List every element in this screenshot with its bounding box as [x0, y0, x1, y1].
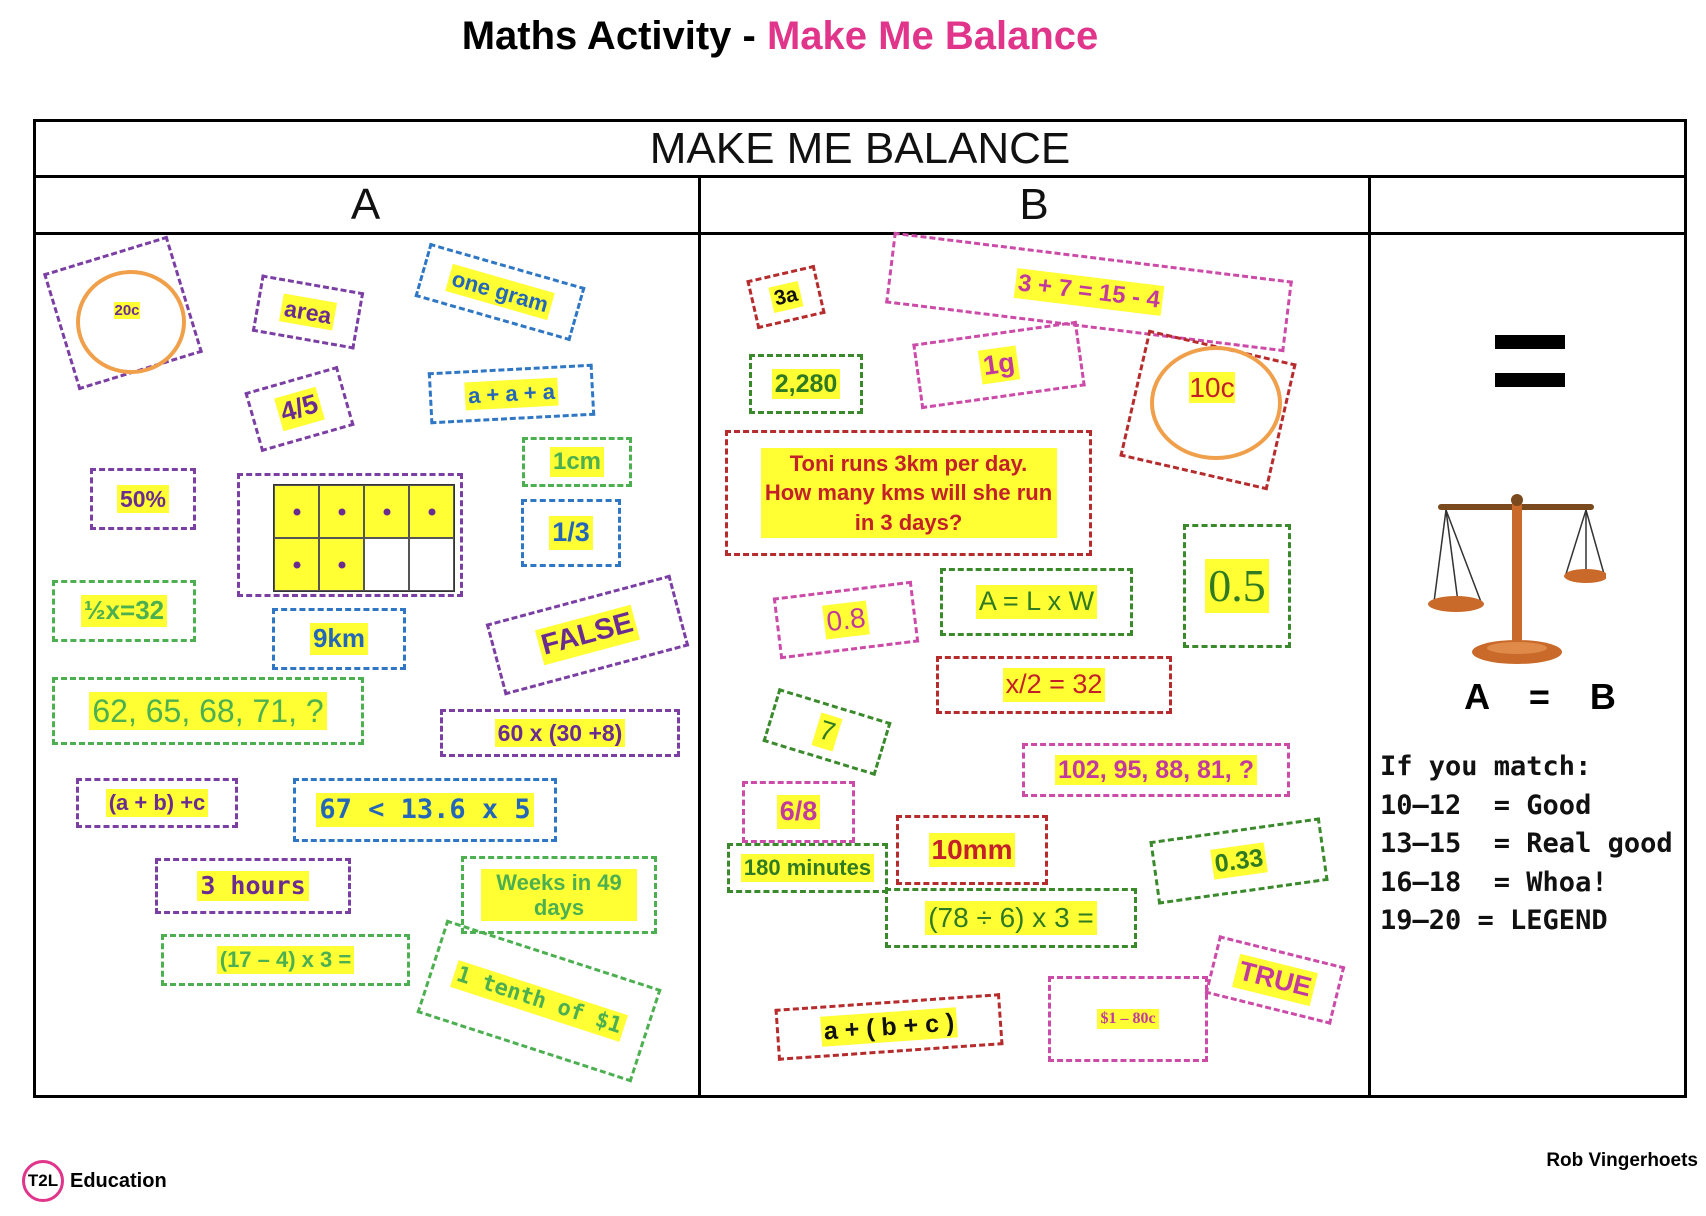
card-a[interactable]: 3 hours [155, 858, 351, 914]
card-b[interactable]: A = L x W [940, 568, 1133, 636]
card-b-text: 3 + 7 = 15 - 4 [1013, 268, 1165, 316]
card-a-text: 1/3 [549, 516, 593, 550]
equals-sign-icon [1495, 335, 1565, 389]
t2l-logo-icon: T2L [22, 1160, 64, 1202]
rule-item: 10–12 = Good [1380, 789, 1592, 821]
card-a[interactable]: a + a + a [427, 363, 596, 425]
card-b[interactable]: 2,280 [749, 354, 863, 414]
card-b[interactable]: 180 minutes [727, 843, 888, 893]
card-a-text: FALSE [534, 605, 641, 665]
card-b-text: 0.8 [821, 600, 871, 640]
card-b-text: A = L x W [975, 585, 1098, 619]
card-b-text: TRUE [1232, 954, 1318, 1006]
coin-10c-icon [1150, 346, 1282, 460]
card-b-text: 0.5 [1205, 558, 1269, 614]
brand-name: Education [70, 1169, 167, 1192]
card-a-text: 3 hours [197, 870, 309, 902]
card-b-text: a + ( b + c ) [819, 1006, 959, 1048]
card-b-text: 102, 95, 88, 81, ? [1055, 754, 1257, 786]
card-b-text: 10mm [928, 832, 1016, 868]
rule-item: 13–15 = Real good [1380, 828, 1673, 859]
card-b-text: Toni runs 3km per day. How many kms will… [760, 448, 1057, 538]
card-a-text: 1 tenth of $1 [450, 960, 628, 1042]
card-a[interactable]: ½x=32 [52, 580, 196, 642]
card-a[interactable]: 50% [90, 468, 196, 530]
rules-title: If you match: [1380, 751, 1592, 782]
balance-label: A = B [1464, 676, 1616, 717]
card-b[interactable]: x/2 = 32 [936, 656, 1172, 714]
author: Rob Vingerhoets [1546, 1150, 1698, 1171]
scoring-rules: If you match: 10–12 = Good 13–15 = Real … [1380, 748, 1673, 941]
divider [1368, 175, 1371, 1098]
card-b-text: 7 [812, 713, 842, 751]
card-b-text: x/2 = 32 [1002, 668, 1106, 702]
card-b-text: 180 minutes [740, 854, 875, 882]
dot-grid [273, 484, 455, 592]
card-a[interactable]: 1cm [522, 437, 632, 487]
card-a[interactable]: 62, 65, 68, 71, ? [52, 677, 364, 745]
card-a[interactable]: 67 < 13.6 x 5 [293, 778, 557, 842]
card-b[interactable]: (78 ÷ 6) x 3 = [885, 888, 1137, 948]
card-b-text: 2,280 [771, 368, 841, 400]
card-a-dot-grid[interactable] [237, 473, 463, 597]
page-title: Maths Activity - Make Me Balance [461, 14, 1099, 58]
card-b[interactable]: $1 – 80c [1048, 976, 1208, 1062]
card-b-text: 10c [1189, 372, 1235, 403]
card-b-text: 3a [768, 280, 804, 314]
card-a-text: 50% [116, 484, 170, 514]
divider [33, 175, 1687, 178]
activity-table [33, 119, 1687, 1098]
card-b[interactable]: Toni runs 3km per day. How many kms will… [725, 430, 1092, 556]
card-a-text: (17 – 4) x 3 = [216, 946, 355, 974]
card-b-text: 1g [978, 346, 1020, 384]
card-a[interactable]: 9km [272, 608, 406, 670]
column-b-heading: B [1019, 180, 1049, 229]
divider [698, 175, 701, 1098]
card-a[interactable]: (17 – 4) x 3 = [161, 934, 410, 986]
card-b[interactable]: 6/8 [742, 781, 855, 843]
card-a[interactable]: (a + b) +c [76, 778, 238, 828]
divider [33, 232, 1687, 235]
card-a-text: Weeks in 49 days [481, 868, 637, 922]
balance-scale-icon [1428, 494, 1606, 664]
card-b-text: 0.33 [1209, 841, 1269, 881]
card-a-text: 20c [114, 302, 140, 319]
column-a-heading: A [350, 180, 381, 229]
coin-20c-icon [76, 270, 186, 374]
card-b[interactable]: 102, 95, 88, 81, ? [1022, 743, 1290, 797]
card-a[interactable]: 60 x (30 +8) [440, 709, 680, 757]
card-a-text: 62, 65, 68, 71, ? [89, 691, 327, 731]
card-a-text: a + a + a [464, 377, 559, 411]
rule-item: 19–20 = LEGEND [1380, 905, 1608, 936]
card-a-text: 67 < 13.6 x 5 [316, 793, 534, 827]
card-a-text: 1cm [549, 447, 605, 477]
card-a-text: 60 x (30 +8) [494, 718, 626, 748]
brand: T2L Education [22, 1160, 167, 1202]
card-a-text: 4/5 [274, 387, 325, 431]
table-heading: MAKE ME BALANCE [649, 124, 1071, 173]
card-a[interactable]: Weeks in 49 days [461, 856, 657, 934]
card-a-text: (a + b) +c [105, 789, 209, 817]
card-b[interactable]: 0.5 [1183, 524, 1291, 648]
card-a-text: area [279, 293, 337, 331]
rule-item: 16–18 = Whoa! [1380, 866, 1608, 898]
card-a-text: ½x=32 [80, 595, 168, 627]
card-a[interactable]: 1/3 [521, 499, 621, 567]
card-b-text: (78 ÷ 6) x 3 = [925, 900, 1097, 936]
card-b-text: $1 – 80c [1097, 1008, 1159, 1030]
card-a-text: 9km [309, 623, 369, 655]
card-b-text: 6/8 [776, 795, 821, 829]
card-b[interactable]: 10mm [896, 815, 1048, 885]
